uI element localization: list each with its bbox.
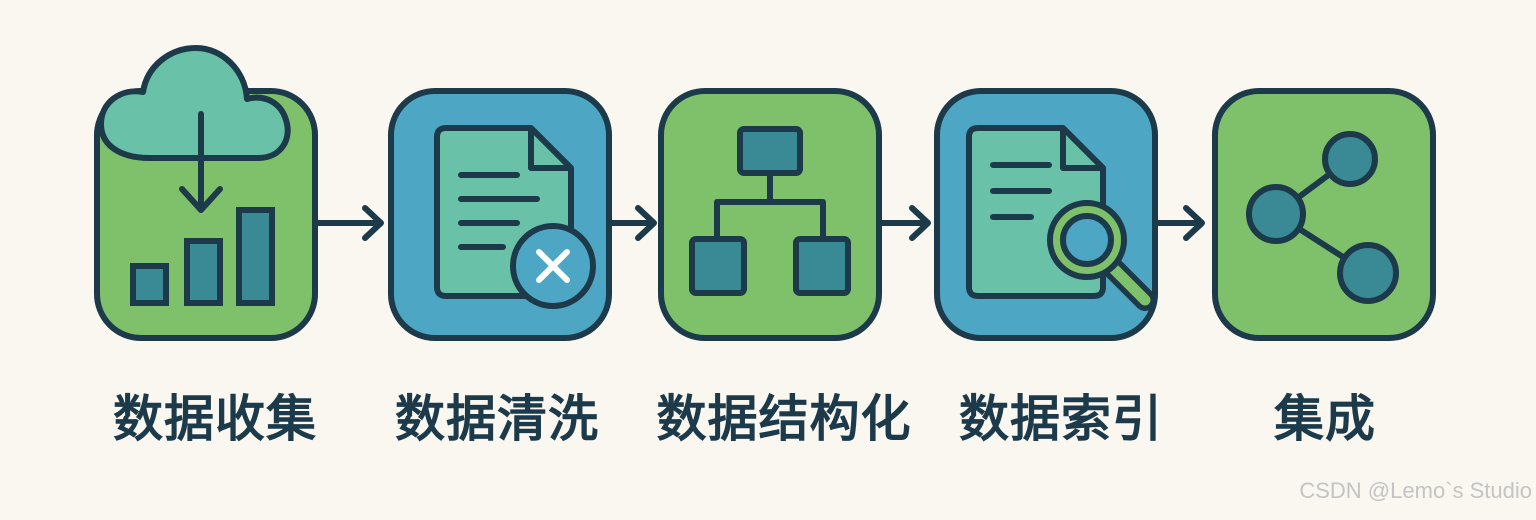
cloud-icon — [98, 45, 291, 161]
arrow-right-icon — [1155, 205, 1205, 241]
document-delete-icon — [434, 125, 596, 309]
arrow-right-icon — [609, 205, 657, 241]
hierarchy-tree-icon — [689, 126, 851, 296]
cloud-download-bar-chart-icon — [98, 45, 291, 306]
step-label-data-cleaning: 数据清洗 — [395, 390, 599, 448]
bar-1 — [130, 263, 169, 306]
document-fold — [528, 128, 571, 171]
bar-2 — [184, 238, 223, 306]
bar-3 — [236, 207, 275, 306]
arrow-right-icon — [315, 205, 384, 241]
share-node-left — [1246, 184, 1306, 244]
tree-connectors — [714, 173, 826, 239]
share-network-icon — [1246, 131, 1399, 304]
step-label-data-collection: 数据收集 — [113, 390, 317, 448]
close-icon — [536, 249, 570, 283]
tree-child-node-right — [793, 236, 851, 296]
download-arrow-icon — [179, 111, 223, 213]
document-search-icon — [966, 125, 1156, 311]
step-data-collection — [94, 45, 318, 341]
step-data-cleaning — [388, 88, 612, 341]
tree-root-node — [737, 126, 803, 176]
magnifier-lens — [1060, 213, 1114, 267]
step-label-data-structuring: 数据结构化 — [656, 390, 912, 448]
document-fold — [1060, 128, 1103, 171]
arrow-right-icon — [879, 205, 931, 241]
watermark: CSDN @Lemo`s Studio — [1299, 478, 1532, 503]
document-lines — [990, 162, 1052, 220]
magnifier-handle-fill — [1107, 262, 1151, 306]
share-node-top — [1322, 131, 1378, 187]
step-label-data-indexing: 数据索引 — [959, 390, 1163, 448]
step-data-structuring — [658, 88, 882, 341]
step-label-integration: 集成 — [1274, 390, 1376, 448]
share-node-bottom — [1337, 242, 1399, 304]
tree-child-node-left — [689, 236, 747, 296]
step-data-indexing — [934, 88, 1158, 341]
step-integration — [1212, 88, 1436, 341]
document-lines — [458, 172, 540, 250]
